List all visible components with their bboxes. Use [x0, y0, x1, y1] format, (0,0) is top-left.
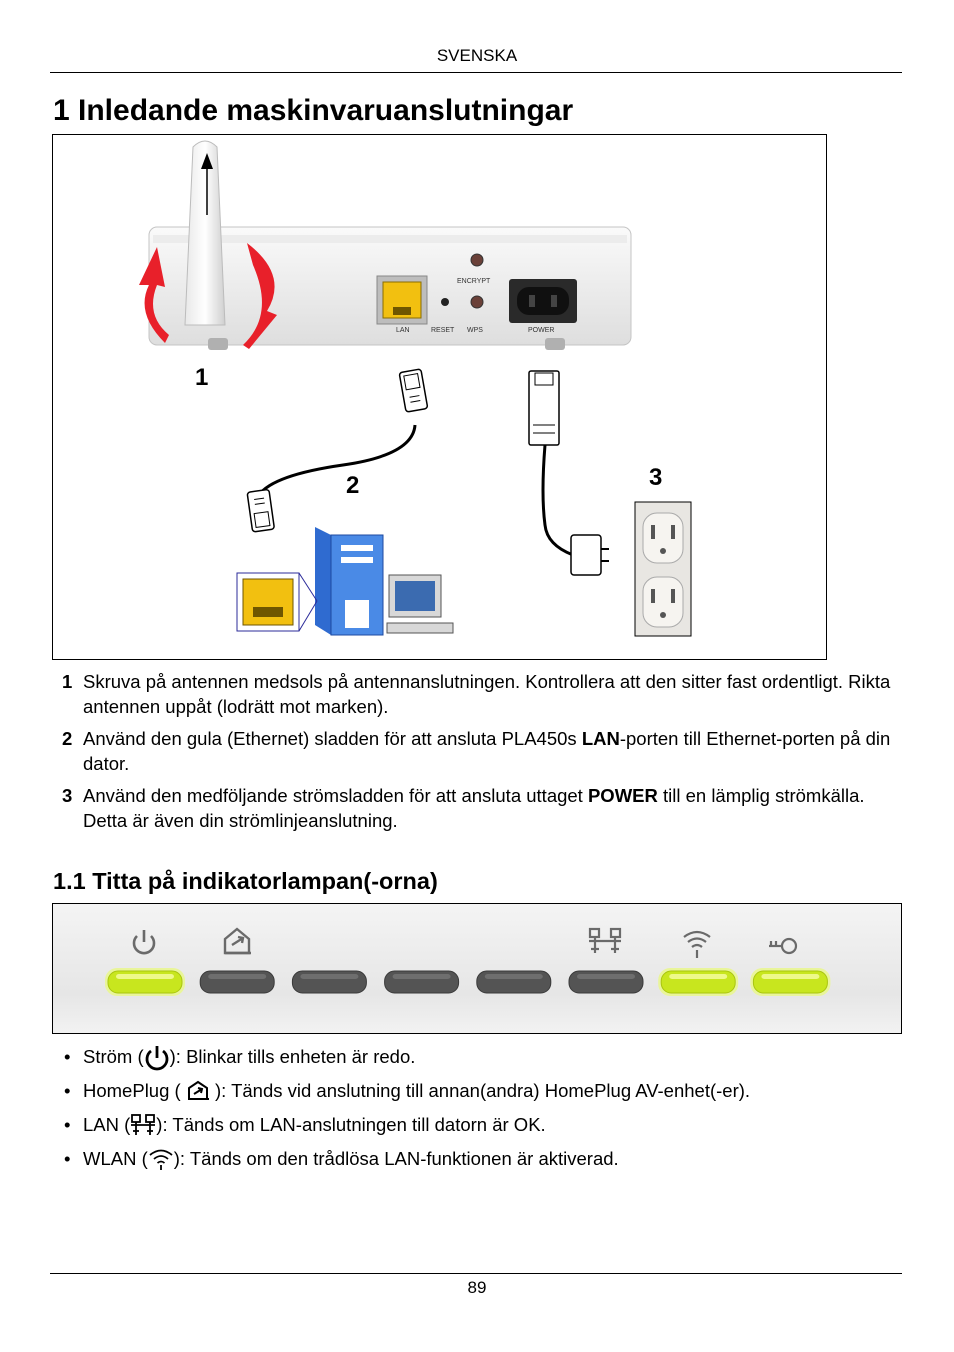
- list-item: • WLAN ( ): Tänds om den trådlösa LAN-fu…: [64, 1142, 904, 1176]
- led-panel-illustration: [53, 904, 901, 1033]
- step-number: 1: [62, 671, 73, 692]
- lan-icon: [131, 1114, 156, 1135]
- bullet-description: ): Blinkar tills enheten är redo.: [169, 1046, 416, 1067]
- led-highlight-blank-2: [392, 974, 451, 979]
- power-label: POWER: [528, 327, 554, 334]
- rotation-arrows: [139, 243, 277, 349]
- step-item: 2 Använd den gula (Ethernet) sladden för…: [62, 727, 902, 776]
- computer: [315, 527, 454, 636]
- bullet-label: HomePlug (: [83, 1080, 186, 1101]
- steps-list: 1 Skruva på antennen medsols på antennan…: [62, 670, 902, 841]
- led-row: [105, 968, 831, 996]
- footer-rule: [50, 1273, 902, 1274]
- led-highlight-lan: [577, 974, 635, 979]
- lan-port-inset: [236, 572, 318, 632]
- bullet-label: Ström (: [83, 1046, 144, 1067]
- bullet-dot: •: [64, 1148, 71, 1169]
- connection-illustration: LAN RESET ENCRYPT WPS POWER 1 2 3: [139, 140, 692, 637]
- step-number: 3: [62, 785, 73, 806]
- callout-1: 1: [195, 364, 208, 391]
- bullet-label: WLAN (: [83, 1148, 148, 1169]
- power-cable: [528, 370, 609, 576]
- led-highlight-homeplug: [208, 974, 267, 979]
- ethernet-cable: [246, 368, 429, 533]
- wlan-icon: [683, 930, 711, 958]
- step-text: Skruva på antennen medsols på antennansl…: [83, 671, 891, 717]
- wall-outlet: [634, 501, 692, 637]
- power-icon: [132, 930, 156, 955]
- bullet-description: ): Tänds om LAN-anslutningen till datorn…: [156, 1114, 546, 1135]
- wps-key-icon: [769, 937, 798, 955]
- homeplug-icon: [187, 1080, 209, 1100]
- step-item: 3 Använd den medföljande strömsladden fö…: [62, 784, 902, 833]
- encrypt-label: ENCRYPT: [457, 278, 491, 285]
- list-item: • Ström ( ): Blinkar tills enheten är re…: [64, 1040, 904, 1074]
- section-title: 1 Inledande maskinvaruanslutningar: [53, 94, 574, 127]
- bullet-description: ): Tänds om den trådlösa LAN-funktionen …: [173, 1148, 619, 1169]
- bullet-description: ): Tänds vid anslutning till annan(andra…: [209, 1080, 751, 1101]
- reset-button: [441, 298, 449, 306]
- subsection-title: 1.1 Titta på indikatorlampan(-orna): [53, 868, 438, 894]
- lan-port-label: LAN: [396, 327, 410, 334]
- bullet-dot: •: [64, 1080, 71, 1101]
- led-panel-figure: [52, 903, 902, 1034]
- wlan-icon: [149, 1149, 173, 1170]
- step-text: Använd den medföljande strömsladden för …: [83, 785, 865, 831]
- hardware-connection-figure: LAN RESET ENCRYPT WPS POWER 1 2 3: [52, 134, 827, 660]
- antenna: [184, 140, 226, 326]
- step-text: Använd den gula (Ethernet) sladden för a…: [83, 728, 891, 774]
- led-highlight-wps: [761, 974, 820, 979]
- header-rule: [50, 72, 902, 73]
- led-bullet-list: • Ström ( ): Blinkar tills enheten är re…: [64, 1040, 904, 1176]
- bullet-label: LAN (: [83, 1114, 131, 1135]
- power-icon: [145, 1046, 168, 1071]
- wps-label: WPS: [467, 327, 483, 334]
- page-number: 89: [467, 1278, 487, 1297]
- led-highlight-wlan: [669, 974, 728, 979]
- power-socket: POWER: [509, 279, 577, 334]
- lan-icon: [588, 927, 622, 953]
- step-number: 2: [62, 728, 73, 749]
- wps-button: [470, 295, 484, 309]
- lan-port: LAN: [376, 275, 428, 334]
- callout-2: 2: [346, 472, 359, 499]
- led-highlight-power: [116, 974, 174, 979]
- encrypt-led: [470, 253, 484, 267]
- list-item: • HomePlug ( ): Tänds vid anslutning til…: [64, 1074, 904, 1108]
- led-highlight-blank-1: [300, 974, 359, 979]
- callout-3: 3: [649, 464, 662, 491]
- homeplug-icon: [223, 927, 251, 955]
- header-language: SVENSKA: [436, 46, 518, 65]
- up-arrow-icon: [201, 153, 213, 169]
- step-item: 1 Skruva på antennen medsols på antennan…: [62, 670, 902, 719]
- led-highlight-blank-3: [484, 974, 543, 979]
- bullet-dot: •: [64, 1046, 71, 1067]
- list-item: • LAN ( ): Tänds om LAN-anslutningen til…: [64, 1108, 904, 1142]
- bullet-dot: •: [64, 1114, 71, 1135]
- reset-label: RESET: [431, 327, 455, 334]
